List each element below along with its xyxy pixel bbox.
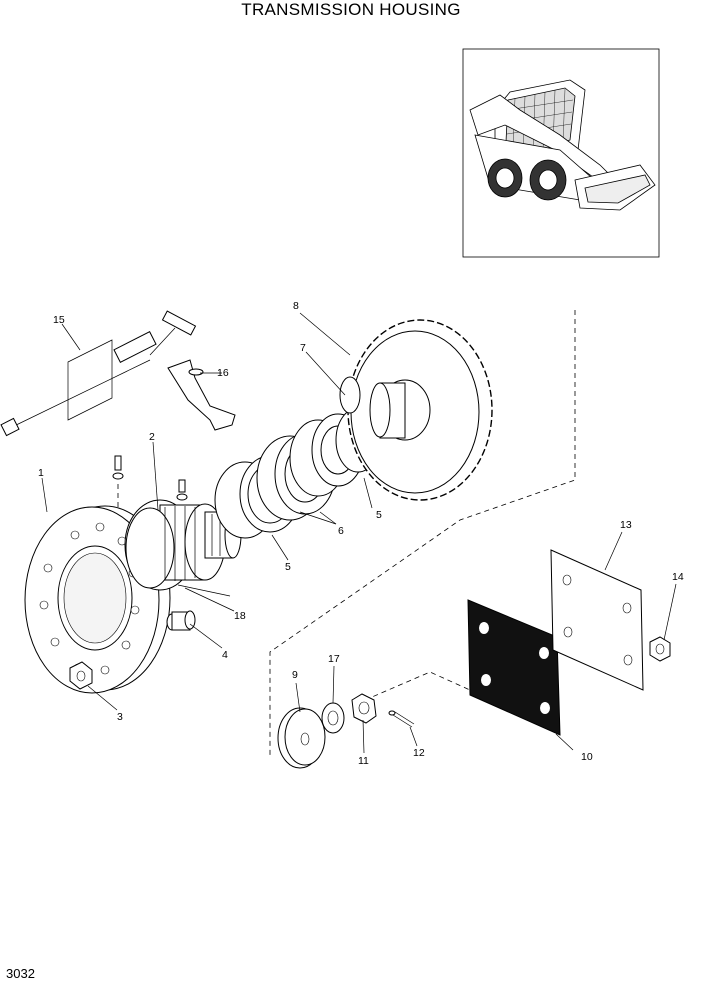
callout-1: 1: [38, 467, 44, 479]
page-title: TRANSMISSION HOUSING: [241, 0, 461, 19]
callout-9: 9: [292, 669, 298, 681]
callout-2: 2: [149, 431, 155, 443]
callout-5-lower: 5: [285, 561, 291, 573]
dashed-link-10-11: [364, 671, 471, 701]
dashed-assembly-outline: [269, 310, 576, 758]
part-17-washer: [321, 702, 345, 734]
part-14-nut: [649, 636, 671, 662]
part-2-hub: [124, 499, 242, 591]
leader-lines: [41, 312, 677, 754]
callout-labels: 1 2 3 4 5 5 6 7 8 9 10 11 12 13 14 15 16…: [38, 300, 684, 767]
part-18-shaft: [177, 584, 231, 597]
callout-11: 11: [358, 755, 369, 767]
callout-4: 4: [222, 649, 228, 661]
part-4-stud: [166, 610, 196, 631]
callout-15: 15: [53, 314, 65, 326]
bolt-upper-right: [176, 479, 188, 501]
part-10-cover-plate: [467, 599, 561, 736]
callout-12: 12: [413, 747, 425, 759]
callout-16: 16: [217, 367, 229, 379]
machine-inset: [462, 48, 660, 258]
callout-7: 7: [300, 342, 306, 354]
bolt-upper-left: [112, 455, 124, 480]
callout-3: 3: [117, 711, 123, 723]
callout-10: 10: [581, 751, 593, 763]
callout-8: 8: [293, 300, 299, 312]
callout-13: 13: [620, 519, 632, 531]
part-12-cotter-pin: [388, 710, 415, 728]
part-11-castle-nut: [351, 693, 377, 724]
part-13-gasket: [550, 549, 644, 691]
callout-17: 17: [328, 653, 340, 665]
callout-6: 6: [338, 525, 344, 537]
part-9-thrust-washer: [277, 707, 326, 769]
callout-18: 18: [234, 610, 246, 622]
skid-steer-loader-icon: [469, 79, 656, 211]
page-number: 3032: [6, 966, 35, 981]
part-3-nut: [69, 661, 93, 690]
part-15-cable: [0, 310, 197, 437]
part-8-ring-gear: [347, 319, 493, 501]
part-16-clamp: [167, 359, 236, 431]
callout-5-upper: 5: [376, 509, 382, 521]
part-7-shim: [339, 376, 361, 414]
callout-14: 14: [672, 571, 684, 583]
